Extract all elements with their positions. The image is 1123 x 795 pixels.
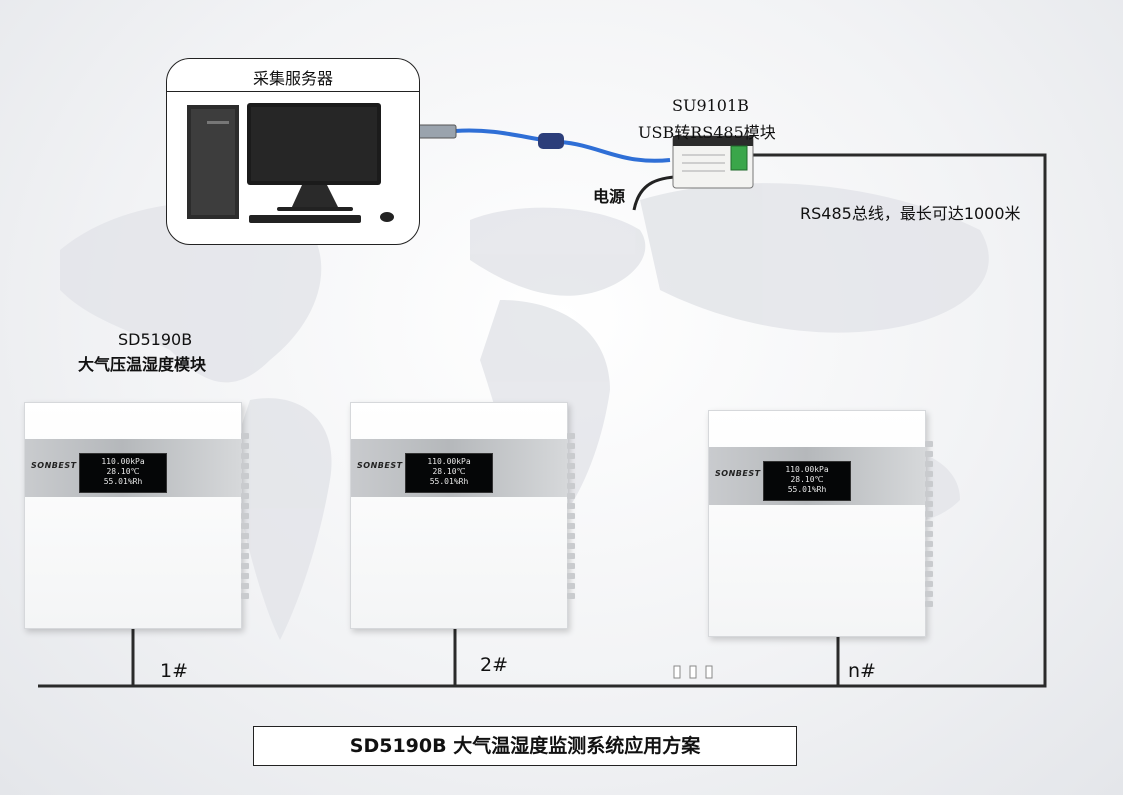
sensor-display: 110.00kPa 28.10℃ 55.01%Rh xyxy=(79,453,167,493)
sensor-display: 110.00kPa 28.10℃ 55.01%Rh xyxy=(763,461,851,501)
node-label-1: 1# xyxy=(160,660,189,682)
sensor-vents xyxy=(241,433,250,603)
sensor-device-1: SONBEST 110.00kPa 28.10℃ 55.01%Rh xyxy=(24,402,249,629)
computer-icon xyxy=(187,103,394,223)
usb-plug xyxy=(417,124,457,139)
pressure-readout: 110.00kPa xyxy=(427,457,471,466)
humidity-readout: 55.01%Rh xyxy=(429,477,469,486)
sensor-vents xyxy=(567,433,576,603)
sensor-brand: SONBEST xyxy=(31,461,77,470)
ellipsis-markers xyxy=(673,665,713,679)
usb-ferrite xyxy=(538,133,564,149)
temperature-readout: 28.10℃ xyxy=(432,467,466,476)
diagram-title: SD5190B 大气温湿度监测系统应用方案 xyxy=(253,726,797,766)
sensor-model: SD5190B xyxy=(118,330,193,349)
sensor-device-2: SONBEST 110.00kPa 28.10℃ 55.01%Rh xyxy=(350,402,575,629)
temperature-readout: 28.10℃ xyxy=(106,467,140,476)
sensor-display: 110.00kPa 28.10℃ 55.01%Rh xyxy=(405,453,493,493)
sensor-device-n: SONBEST 110.00kPa 28.10℃ 55.01%Rh xyxy=(708,410,933,637)
server-panel: 采集服务器 xyxy=(166,58,420,245)
humidity-readout: 55.01%Rh xyxy=(103,477,143,486)
power-label: 电源 xyxy=(593,187,626,206)
humidity-readout: 55.01%Rh xyxy=(787,485,827,494)
server-title-bar xyxy=(167,59,419,92)
sensor-brand: SONBEST xyxy=(715,469,761,478)
bus-label: RS485总线，最长可达1000米 xyxy=(800,204,1021,223)
sensor-brand: SONBEST xyxy=(357,461,403,470)
converter-name: USB转RS485模块 xyxy=(638,123,776,142)
temperature-readout: 28.10℃ xyxy=(790,475,824,484)
power-cable xyxy=(632,174,685,211)
node-label-2: 2# xyxy=(480,654,509,676)
sensor-name: 大气压温湿度模块 xyxy=(78,355,207,374)
sensor-vents xyxy=(925,441,934,611)
node-label-n: n# xyxy=(848,660,876,682)
converter-model: SU9101B xyxy=(672,96,749,115)
pressure-readout: 110.00kPa xyxy=(785,465,829,474)
converter-device xyxy=(672,135,754,189)
pressure-readout: 110.00kPa xyxy=(101,457,145,466)
server-title: 采集服务器 xyxy=(252,69,333,88)
